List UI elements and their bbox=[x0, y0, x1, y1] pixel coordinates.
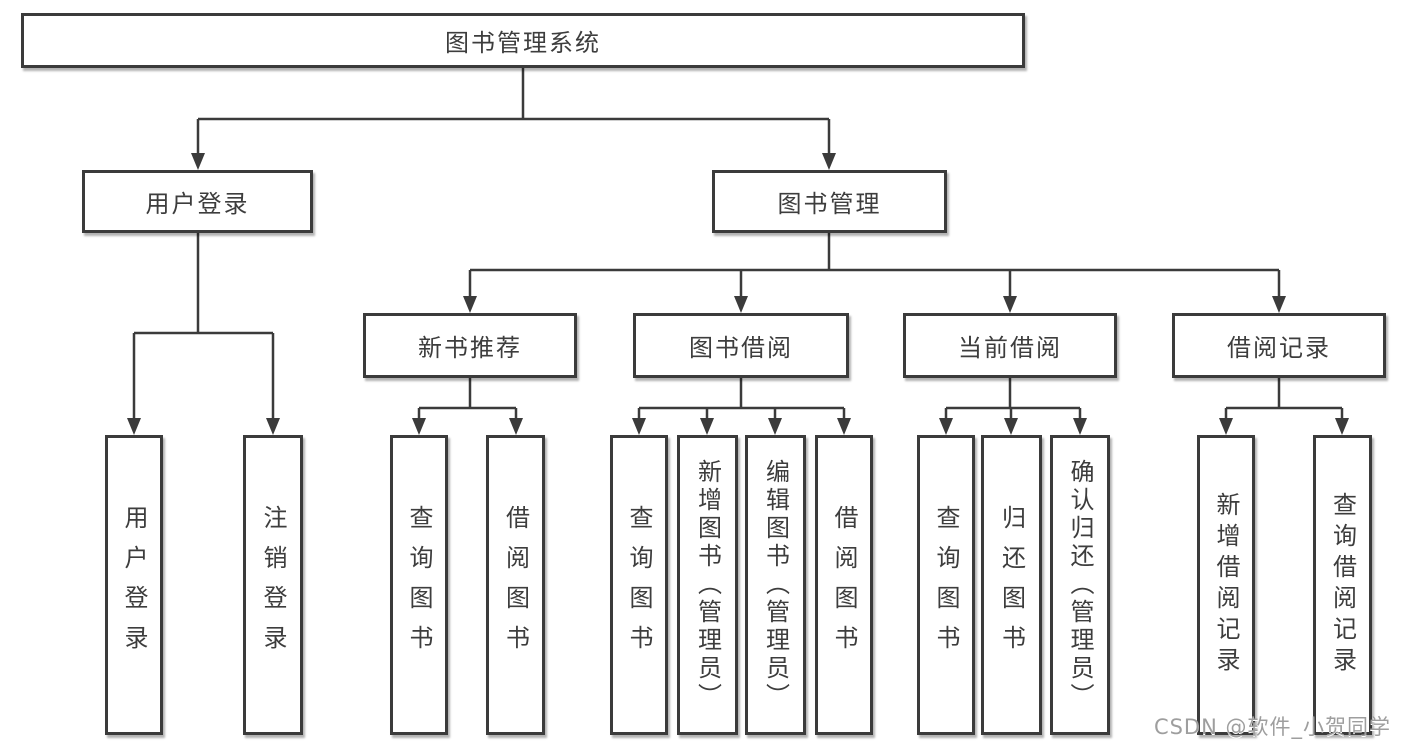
node-book-management: 图书管理 bbox=[712, 170, 947, 233]
csdn-watermark: CSDN @软件_小贺同学 bbox=[1153, 715, 1391, 739]
node-query-books-recommend: 查询图书 bbox=[390, 435, 448, 735]
node-book-borrow: 图书借阅 bbox=[633, 313, 849, 378]
node-system-root: 图书管理系统 bbox=[21, 13, 1025, 68]
node-query-books-current: 查询图书 bbox=[917, 435, 975, 735]
node-add-books-admin: 新增图书（管理员） bbox=[677, 435, 738, 735]
node-query-books-borrow: 查询图书 bbox=[610, 435, 668, 735]
node-current-borrow: 当前借阅 bbox=[903, 313, 1117, 378]
node-logout-action: 注销登录 bbox=[243, 435, 303, 735]
node-user-login: 用户登录 bbox=[82, 170, 313, 233]
connector-paths bbox=[132, 68, 1344, 421]
node-query-borrow-record: 查询借阅记录 bbox=[1313, 435, 1372, 735]
node-confirm-return-admin: 确认归还（管理员） bbox=[1050, 435, 1110, 735]
node-user-login-action: 用户登录 bbox=[105, 435, 163, 735]
node-edit-books-admin: 编辑图书（管理员） bbox=[745, 435, 806, 735]
node-borrow-books-recommend: 借阅图书 bbox=[486, 435, 545, 735]
node-borrow-books-action: 借阅图书 bbox=[815, 435, 873, 735]
node-add-borrow-record: 新增借阅记录 bbox=[1197, 435, 1255, 735]
node-new-book-recommend: 新书推荐 bbox=[363, 313, 577, 378]
node-return-books: 归还图书 bbox=[981, 435, 1042, 735]
node-borrow-records: 借阅记录 bbox=[1172, 313, 1386, 378]
